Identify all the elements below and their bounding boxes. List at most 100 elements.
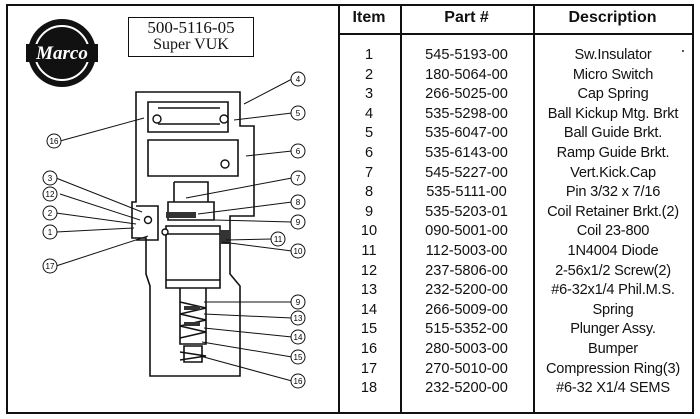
svg-text:9: 9 — [296, 218, 301, 227]
cell-description: Cap Spring — [577, 86, 649, 103]
cell-item: 12 — [360, 262, 378, 279]
callout-6: 6 — [290, 143, 306, 159]
callout-13: 13 — [290, 310, 306, 326]
svg-text:13: 13 — [294, 314, 303, 323]
cell-description: Ramp Guide Brkt. — [556, 144, 670, 161]
cell-description: Coil Retainer Brkt.(2) — [547, 203, 679, 220]
callout-5: 5 — [290, 105, 306, 121]
table-row: 16 280-5003-00 Bumper — [338, 341, 692, 361]
cell-description: Coil 23-800 — [576, 223, 650, 240]
cell-item: 8 — [364, 184, 374, 201]
svg-text:5: 5 — [296, 109, 301, 118]
svg-text:7: 7 — [296, 174, 301, 183]
column-divider — [533, 6, 535, 412]
cell-item: 2 — [364, 66, 374, 83]
svg-text:14: 14 — [294, 333, 303, 342]
cell-description: Pin 3/32 x 7/16 — [565, 184, 661, 201]
callout-15: 15 — [290, 349, 306, 365]
marco-logo: Marco — [26, 19, 98, 87]
assembly-title-box: 500-5116-05 Super VUK — [128, 17, 254, 57]
callout-16b: 16 — [290, 373, 306, 389]
hatched-parts — [166, 212, 230, 326]
svg-text:4: 4 — [296, 75, 301, 84]
cell-part: 237-5806-00 — [425, 262, 508, 279]
callout-1: 1 — [42, 224, 58, 240]
cell-description: Ball Kickup Mtg. Brkt — [547, 105, 679, 122]
cell-description: Ball Guide Brkt. — [563, 125, 663, 142]
callout-8: 8 — [290, 194, 306, 210]
table-row: 1 545-5193-00 Sw.Insulator — [338, 47, 692, 67]
cell-item: 18 — [360, 380, 378, 397]
cell-description: Vert.Kick.Cap — [570, 164, 656, 181]
cell-description: Plunger Assy. — [570, 321, 656, 338]
svg-text:16: 16 — [50, 137, 59, 146]
assembly-part-number: 500-5116-05 — [147, 18, 235, 37]
speck — [682, 50, 684, 52]
cell-part: 535-5111-00 — [426, 184, 507, 201]
assembly-illustration: Marco — [26, 19, 306, 389]
callout-17: 17 — [42, 258, 58, 274]
cell-description: Bumper — [588, 340, 638, 357]
header-part-number: Part # — [444, 9, 489, 26]
cell-item: 16 — [360, 340, 378, 357]
leader-lines — [55, 78, 293, 382]
callout-16: 16 — [46, 133, 62, 149]
cell-part: 545-5193-00 — [425, 47, 508, 63]
cell-description: Compression Ring(3) — [545, 360, 681, 377]
cell-part: 266-5009-00 — [425, 301, 508, 318]
cell-item: 17 — [360, 360, 378, 377]
callout-9b: 9 — [290, 294, 306, 310]
svg-text:16: 16 — [294, 377, 303, 386]
table-row: 17 270-5010-00 Compression Ring(3) — [338, 361, 692, 381]
cell-part: 180-5064-00 — [425, 66, 508, 83]
cell-description: 1N4004 Diode — [567, 242, 659, 259]
callout-11: 11 — [270, 231, 286, 247]
header-rule — [338, 33, 692, 35]
cell-part: 535-6047-00 — [425, 125, 508, 142]
column-divider — [400, 6, 402, 412]
cell-part: 280-5003-00 — [425, 340, 508, 357]
cell-item: 14 — [360, 301, 378, 318]
svg-text:3: 3 — [48, 174, 53, 183]
cell-part: 515-5352-00 — [425, 321, 508, 338]
cell-part: 535-6143-00 — [425, 144, 508, 161]
cell-item: 13 — [360, 282, 378, 299]
cell-description: Spring — [592, 301, 634, 318]
cell-description: 2-56x1/2 Screw(2) — [555, 262, 671, 279]
svg-text:10: 10 — [294, 247, 303, 256]
cell-description: Sw.Insulator — [574, 47, 652, 63]
cell-item: 10 — [360, 223, 378, 240]
bracket-outline — [131, 91, 255, 377]
table-row: 8 535-5111-00 Pin 3/32 x 7/16 — [338, 184, 692, 204]
svg-text:6: 6 — [296, 147, 301, 156]
cell-part: 545-5227-00 — [425, 164, 508, 181]
svg-text:2: 2 — [48, 209, 53, 218]
cell-part: 270-5010-00 — [425, 360, 508, 377]
screw-heads — [143, 114, 230, 236]
cell-part: 535-5203-01 — [425, 203, 508, 220]
svg-text:Marco: Marco — [35, 43, 88, 64]
cell-description: Micro Switch — [572, 66, 654, 83]
column-divider — [338, 6, 340, 412]
table-row: 6 535-6143-00 Ramp Guide Brkt. — [338, 145, 692, 165]
svg-text:8: 8 — [296, 198, 301, 207]
cell-item: 1 — [364, 47, 374, 63]
exploded-drawing: Marco — [8, 6, 338, 412]
header-description: Description — [568, 9, 657, 26]
callout-14: 14 — [290, 329, 306, 345]
cell-part: 232-5200-00 — [425, 380, 508, 397]
table-body: 1 545-5193-00 Sw.Insulator 2 180-5064-00 Micr… — [338, 47, 692, 400]
cell-item: 6 — [364, 144, 374, 161]
cell-description: #6-32x1/4 Phil.M.S. — [551, 282, 675, 299]
cell-part: 535-5298-00 — [425, 105, 508, 122]
